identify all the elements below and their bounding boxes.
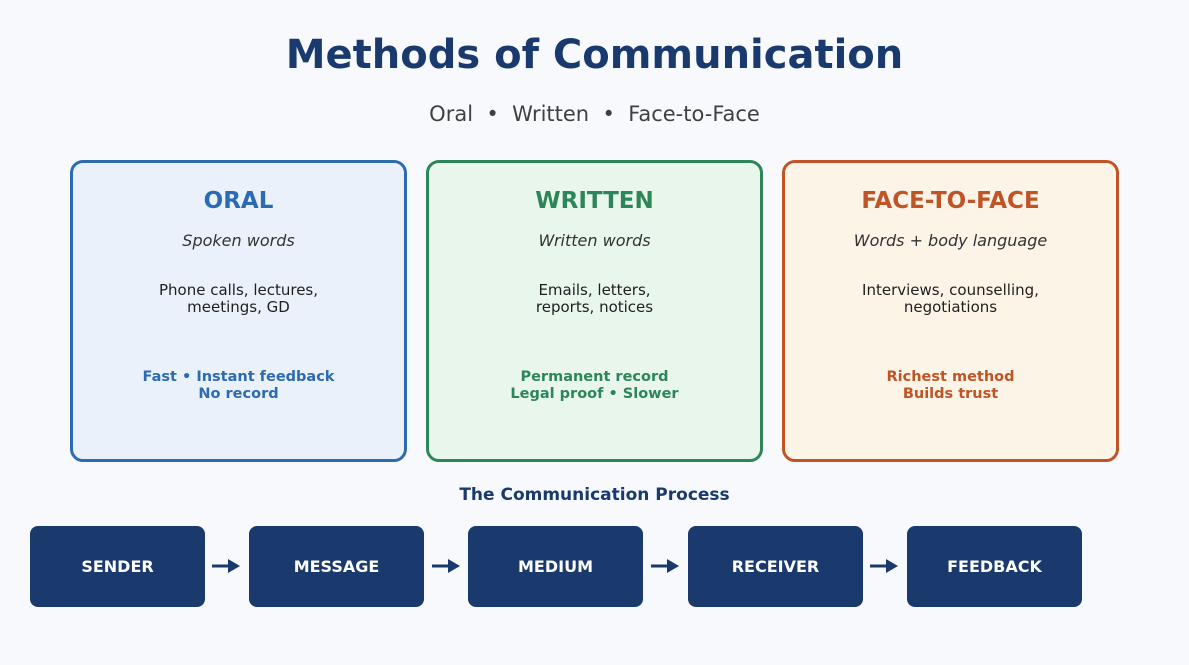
- card-face-to-face-examples-line: Interviews, counselling,: [862, 281, 1039, 299]
- card-face-to-face-subtitle: Words + body language: [853, 231, 1048, 250]
- card-written-traits-line: Permanent record: [520, 369, 669, 385]
- card-face-to-face-title: FACE-TO-FACE: [861, 188, 1040, 214]
- card-oral-traits: Fast • Instant feedback No record: [83, 369, 394, 403]
- process-step-medium: MEDIUM: [468, 526, 643, 607]
- card-oral-title: ORAL: [203, 188, 274, 214]
- card-face-to-face-traits-line: Builds trust: [902, 386, 999, 402]
- card-oral-traits-line: No record: [198, 386, 279, 402]
- diagram-title: Methods of Communication: [285, 32, 904, 78]
- card-face-to-face-examples-line: negotiations: [903, 298, 998, 316]
- card-face-to-face-traits-line: Richest method: [886, 369, 1015, 385]
- card-oral-examples-line: Phone calls, lectures,: [158, 281, 319, 299]
- card-oral: ORAL Spoken words Phone calls, lectures,…: [70, 160, 407, 462]
- card-written-traits: Permanent record Legal proof • Slower: [439, 369, 750, 403]
- process-step-feedback: FEEDBACK: [907, 526, 1082, 607]
- card-face-to-face: FACE-TO-FACE Words + body language Inter…: [782, 160, 1119, 462]
- card-oral-examples-line: meetings, GD: [187, 298, 290, 316]
- card-written-examples-line: Emails, letters,: [538, 281, 651, 299]
- card-written-subtitle: Written words: [538, 231, 651, 250]
- card-oral-examples: Phone calls, lectures, meetings, GD: [93, 282, 384, 316]
- diagram-subtitle: Oral • Written • Face-to-Face: [429, 102, 760, 126]
- card-oral-traits-line: Fast • Instant feedback: [142, 369, 335, 385]
- card-face-to-face-examples: Interviews, counselling, negotiations: [805, 282, 1096, 316]
- card-written: WRITTEN Written words Emails, letters, r…: [426, 160, 763, 462]
- card-face-to-face-traits: Richest method Builds trust: [795, 369, 1106, 403]
- card-written-examples-line: reports, notices: [535, 298, 654, 316]
- arrow-right-icon: [870, 559, 898, 573]
- process-step-receiver: RECEIVER: [688, 526, 863, 607]
- process-title: The Communication Process: [459, 485, 730, 505]
- card-oral-subtitle: Spoken words: [182, 231, 295, 250]
- card-written-examples: Emails, letters, reports, notices: [449, 282, 740, 316]
- card-written-title: WRITTEN: [535, 188, 654, 214]
- arrow-right-icon: [651, 559, 679, 573]
- arrow-right-icon: [212, 559, 240, 573]
- arrow-right-icon: [432, 559, 460, 573]
- card-written-traits-line: Legal proof • Slower: [510, 386, 679, 402]
- process-step-message: MESSAGE: [249, 526, 424, 607]
- process-step-sender: SENDER: [30, 526, 205, 607]
